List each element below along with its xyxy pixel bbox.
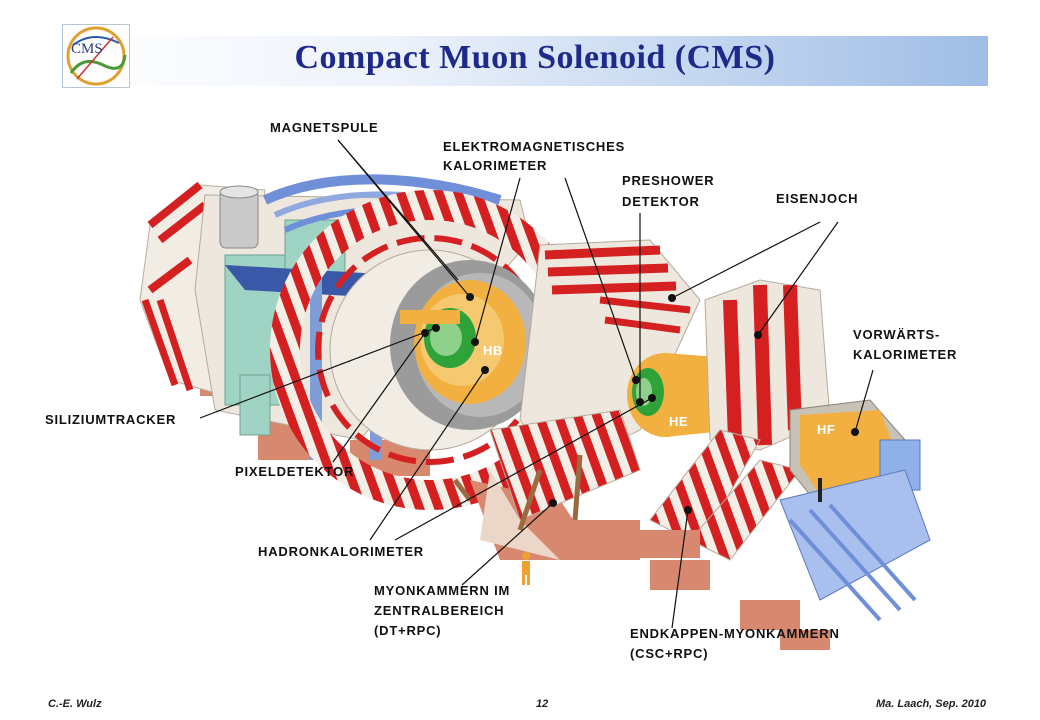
label-myon-central-line3: (DT+RPC) — [374, 623, 442, 638]
label-ecal-line2: KALORIMETER — [443, 158, 548, 173]
cms-logo: CMS — [62, 24, 130, 88]
label-vorwaerts-line1: VORWÄRTS- — [853, 327, 941, 342]
label-myon-endcap-line2: (CSC+RPC) — [630, 646, 709, 661]
label-ecal-line1: ELEKTROMAGNETISCHES — [443, 139, 626, 154]
tag-hb: HB — [483, 343, 503, 358]
label-magnetspule: MAGNETSPULE — [270, 120, 379, 135]
forward-calorimeter — [779, 399, 931, 622]
tag-he: HE — [669, 414, 689, 429]
title-bar — [62, 36, 988, 86]
label-siliziumtracker: SILIZIUMTRACKER — [45, 412, 177, 427]
footer-event: Ma. Laach, Sep. 2010 — [876, 698, 987, 710]
svg-text:CMS: CMS — [71, 41, 103, 57]
central-barrel-segment — [453, 239, 701, 560]
label-myon-central-line1: MYONKAMMERN IM — [374, 583, 511, 598]
tag-hf: HF — [817, 422, 836, 437]
leader-dots — [421, 293, 859, 514]
barrel-inner-detectors — [390, 260, 550, 430]
right-support-feet — [620, 530, 830, 650]
label-myon-central-line2: ZENTRALBEREICH — [374, 603, 505, 618]
page-title: Compact Muon Solenoid (CMS) — [294, 39, 776, 76]
label-preshower-line1: PRESHOWER — [622, 173, 715, 188]
label-eisenjoch: EISENJOCH — [776, 191, 859, 206]
footer-author: C.-E. Wulz — [48, 698, 102, 710]
label-vorwaerts-line2: KALORIMETER — [853, 347, 958, 362]
footer-page-number: 12 — [536, 698, 549, 710]
person-scale-figure — [522, 552, 530, 585]
endcap-yoke-disks — [649, 279, 831, 561]
label-preshower-line2: DETEKTOR — [622, 194, 700, 209]
label-myon-endcap-line1: ENDKAPPEN-MYONKAMMERN — [630, 626, 840, 641]
leader-lines — [199, 139, 874, 629]
label-pixeldetektor: PIXELDETEKTOR — [235, 464, 355, 479]
label-hadronkalorimeter: HADRONKALORIMETER — [258, 544, 424, 559]
